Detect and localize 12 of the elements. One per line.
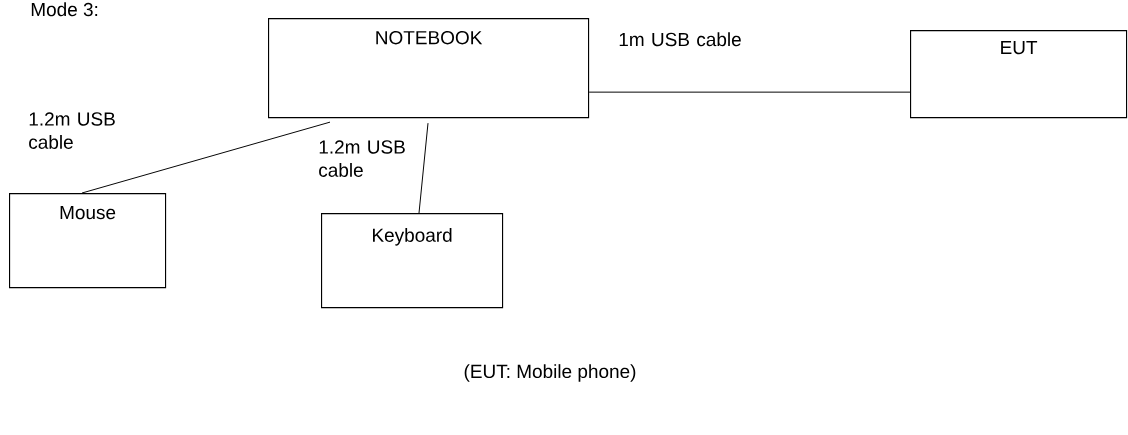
- heading: Mode 3:: [31, 2, 98, 17]
- device-box: Mouse: [9, 193, 167, 289]
- device-box: EUT: [910, 30, 1128, 119]
- edge-label: 1.2m USB cable: [29, 112, 115, 149]
- edge-label: 1.2m USB cable: [319, 140, 405, 177]
- device-box: NOTEBOOK: [268, 18, 590, 119]
- edge-label: 1m USB cable: [619, 32, 741, 47]
- device-box: Keyboard: [321, 213, 504, 309]
- cable-line: [418, 122, 429, 214]
- cable-line: [588, 91, 911, 93]
- caption: (EUT: Mobile phone): [464, 364, 636, 382]
- cable-line: [81, 121, 331, 194]
